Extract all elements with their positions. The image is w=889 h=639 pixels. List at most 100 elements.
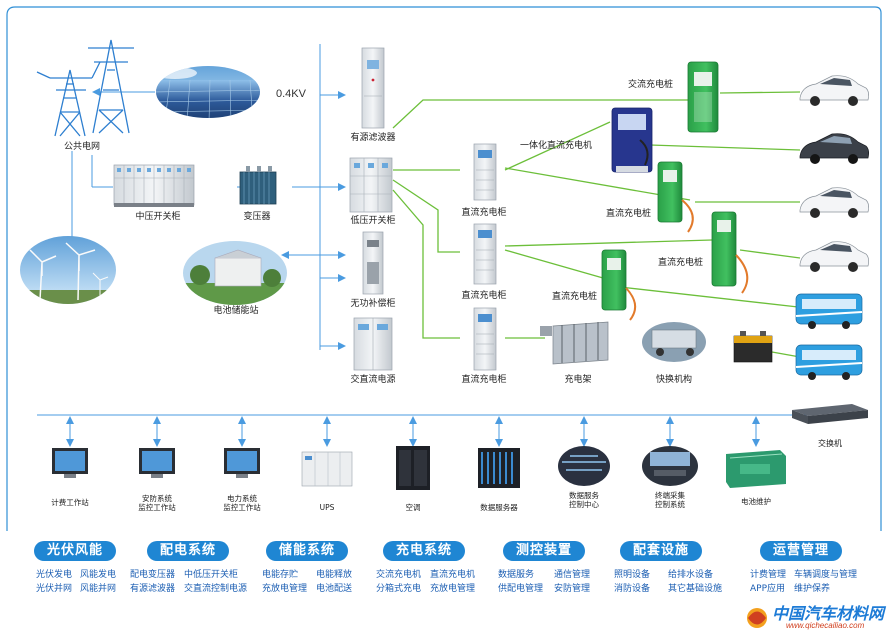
dc-charging-cabinet-2-icon xyxy=(473,223,497,285)
device-label-aircon: 空调 xyxy=(405,503,421,512)
cat-item: 交直流控制电源 xyxy=(184,584,248,594)
security-monitor-icon xyxy=(139,448,175,478)
dc-charging-pile-2-icon xyxy=(711,211,749,294)
ac-pile-label: 交流充电桩 xyxy=(628,80,674,90)
cat-item: 供配电管理 xyxy=(498,584,544,594)
dc-pile-1-label: 直流充电桩 xyxy=(606,209,652,219)
cat-item: 电能释放 xyxy=(316,570,353,580)
battery-storage-station-icon xyxy=(183,241,287,305)
cat-item: 车辆调度与管理 xyxy=(794,570,858,580)
transformer-label: 变压器 xyxy=(243,212,271,222)
cat-item: 安防管理 xyxy=(554,584,591,594)
swap-mechanism-label: 快换机构 xyxy=(655,375,693,385)
category-pill-pv-wind: 光伏风能 xyxy=(34,541,116,561)
cat-item: 给排水设备 xyxy=(668,570,714,580)
device-label-datacenter: 数据服务 控制中心 xyxy=(569,491,599,509)
billing-monitor-icon xyxy=(52,448,88,478)
cat-item: 风能并网 xyxy=(80,584,117,594)
logo-url: www.qichecailiao.com xyxy=(786,621,865,630)
active-filter-label: 有源滤波器 xyxy=(350,133,396,143)
active-filter-cabinet-icon xyxy=(361,47,385,129)
device-label-terminal: 终端采集 控制系统 xyxy=(655,491,685,509)
dc-pile-3-label: 直流充电桩 xyxy=(552,292,598,302)
dc-pile-2-label: 直流充电桩 xyxy=(658,258,704,268)
electric-bus-2-icon xyxy=(795,344,863,380)
battery-cabinet-icon xyxy=(726,450,786,488)
reactive-comp-cabinet-icon xyxy=(362,231,384,295)
aircon-icon xyxy=(396,446,430,490)
cat-item: 风能发电 xyxy=(80,570,117,580)
data-server-icon xyxy=(478,448,520,488)
charging-lines xyxy=(392,91,801,358)
network-switch-icon xyxy=(792,404,868,424)
cat-item: 通信管理 xyxy=(554,570,591,580)
battery-station-label: 电池储能站 xyxy=(213,306,259,316)
dc-charging-cabinet-1-icon xyxy=(473,143,497,201)
cat-item: 数据服务 xyxy=(498,570,535,580)
dc-cabinet-2-label: 直流充电柜 xyxy=(461,291,507,301)
lv-switchgear-icon xyxy=(349,157,393,213)
cat-item: 光伏发电 xyxy=(36,570,73,580)
dc-charging-cabinet-3-icon xyxy=(473,307,497,371)
dc-charging-pile-1-icon xyxy=(657,161,694,233)
device-label-security: 安防系统 监控工作站 xyxy=(138,494,176,512)
charging-rack-icon xyxy=(540,321,609,365)
cat-item: 充放电管理 xyxy=(262,584,308,594)
cat-item: 消防设备 xyxy=(614,584,651,594)
cat-item: 维护保养 xyxy=(794,584,831,594)
cat-item: APP应用 xyxy=(750,584,786,594)
cat-item: 中低压开关柜 xyxy=(184,570,239,580)
cat-item: 照明设备 xyxy=(614,570,651,580)
category-pill-measurement: 测控装置 xyxy=(503,541,585,561)
voltage-label: 0.4KV xyxy=(276,88,306,100)
switch-label: 交换机 xyxy=(818,439,842,448)
cat-item: 有源滤波器 xyxy=(130,584,176,594)
device-label-server: 数据服务器 xyxy=(480,503,518,512)
ev-car-3-icon xyxy=(799,187,870,218)
ups-icon xyxy=(301,451,353,487)
mv-switchgear-icon xyxy=(113,164,195,207)
cat-item: 计费管理 xyxy=(750,570,787,580)
ev-car-2-icon xyxy=(799,133,870,164)
device-label-power: 电力系统 监控工作站 xyxy=(223,494,261,512)
cat-item: 分箱式充电 xyxy=(376,584,422,594)
flow-arrows xyxy=(66,88,760,447)
category-pill-charging: 充电系统 xyxy=(383,541,465,561)
category-pill-operations: 运营管理 xyxy=(760,541,842,561)
cat-item: 电池配送 xyxy=(316,584,353,594)
category-pill-storage: 储能系统 xyxy=(266,541,348,561)
electric-bus-1-icon xyxy=(795,293,863,329)
cat-item: 电能存贮 xyxy=(262,570,299,580)
ev-car-4-icon xyxy=(799,241,870,272)
logo-globe-icon xyxy=(747,608,767,628)
ev-car-1-icon xyxy=(799,75,870,106)
control-room-icon xyxy=(642,446,698,486)
integrated-dc-charger-icon xyxy=(611,107,653,173)
public-grid-label: 公共电网 xyxy=(63,142,101,152)
datacenter-icon xyxy=(558,446,610,486)
category-pill-distribution: 配电系统 xyxy=(147,541,229,561)
outer-frame xyxy=(6,6,882,531)
cat-item: 充放电管理 xyxy=(430,584,476,594)
category-pill-facilities: 配套设施 xyxy=(620,541,702,561)
ac-charging-pile-icon xyxy=(687,61,719,133)
site-logo[interactable]: 中国汽车材料网 www.qichecailiao.com xyxy=(746,599,886,637)
mv-switchgear-label: 中压开关柜 xyxy=(135,212,181,222)
charging-rack-label: 充电架 xyxy=(564,375,592,385)
power-monitor-icon xyxy=(224,448,260,478)
lv-switchgear-label: 低压开关柜 xyxy=(350,216,396,226)
device-label-billing: 计费工作站 xyxy=(51,498,89,507)
solar-farm-icon xyxy=(156,66,260,118)
reactive-comp-label: 无功补偿柜 xyxy=(350,299,396,309)
integrated-dc-label: 一体化直流充电机 xyxy=(520,141,593,151)
acdc-power-label: 交直流电源 xyxy=(350,375,396,385)
transformer-icon xyxy=(239,166,277,205)
logo-text: 中国汽车材料网 xyxy=(772,604,885,623)
dc-cabinet-3-label: 直流充电柜 xyxy=(461,375,507,385)
battery-icon xyxy=(733,331,773,363)
cat-item: 其它基础设施 xyxy=(668,584,723,594)
dc-cabinet-1-label: 直流充电柜 xyxy=(461,208,507,218)
cat-item: 交流充电机 xyxy=(376,570,422,580)
